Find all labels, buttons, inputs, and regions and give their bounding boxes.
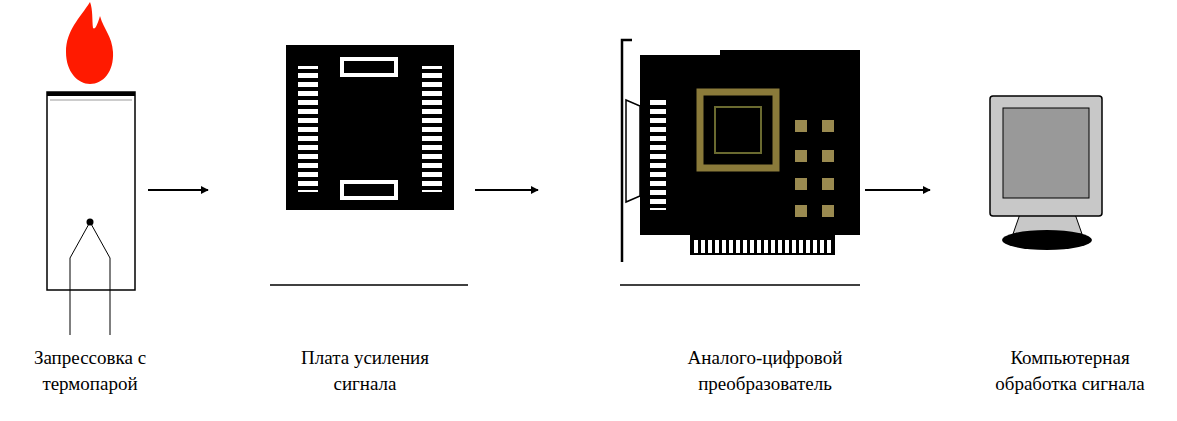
pipeline-stage: Компьютерная обработка сигнала xyxy=(985,90,1107,290)
monitor-screen xyxy=(1003,108,1089,198)
component xyxy=(795,120,807,132)
flow-arrow xyxy=(475,189,538,191)
card-pins xyxy=(650,100,666,210)
component xyxy=(795,205,807,217)
flow-arrow xyxy=(865,189,930,191)
sample-top-edge xyxy=(47,92,135,96)
pipeline-stage: Плата усиления сигнала xyxy=(268,90,470,290)
adc-chip-core xyxy=(715,107,761,153)
component xyxy=(822,178,834,190)
board-pins xyxy=(422,66,442,192)
adc-card xyxy=(640,50,860,235)
chip xyxy=(340,180,398,200)
flow-arrow xyxy=(148,189,208,191)
component xyxy=(822,205,834,217)
monitor-frame xyxy=(990,96,1102,216)
amplifier-board xyxy=(286,45,454,210)
adc-chip xyxy=(700,92,776,168)
monitor-base xyxy=(1002,230,1092,250)
d-connector xyxy=(626,100,640,202)
stage-caption: Плата усиления сигнала xyxy=(290,345,440,396)
edge-connector xyxy=(690,235,835,255)
component xyxy=(822,120,834,132)
pipeline-stage: Аналого-цифровой преобразователь xyxy=(620,80,860,300)
edge-fingers xyxy=(693,240,833,253)
underline xyxy=(270,284,468,286)
component xyxy=(795,150,807,162)
thermocouple-wire xyxy=(70,222,90,335)
flame xyxy=(66,2,113,84)
thermocouple-wire xyxy=(90,222,110,335)
pressed-sample xyxy=(47,92,135,290)
sample-top-line xyxy=(50,100,132,101)
chip-body xyxy=(344,184,394,196)
stage-caption: Аналого-цифровой преобразователь xyxy=(679,345,851,396)
pipeline-stage: Запрессовка с термопарой xyxy=(45,90,135,290)
board-pins xyxy=(298,66,318,192)
chip xyxy=(340,57,398,77)
component xyxy=(822,150,834,162)
stage-caption: Компьютерная обработка сигнала xyxy=(984,345,1156,396)
component xyxy=(795,178,807,190)
underline xyxy=(620,284,860,286)
stage-caption: Запрессовка с термопарой xyxy=(31,345,149,396)
chip-body xyxy=(344,61,394,73)
